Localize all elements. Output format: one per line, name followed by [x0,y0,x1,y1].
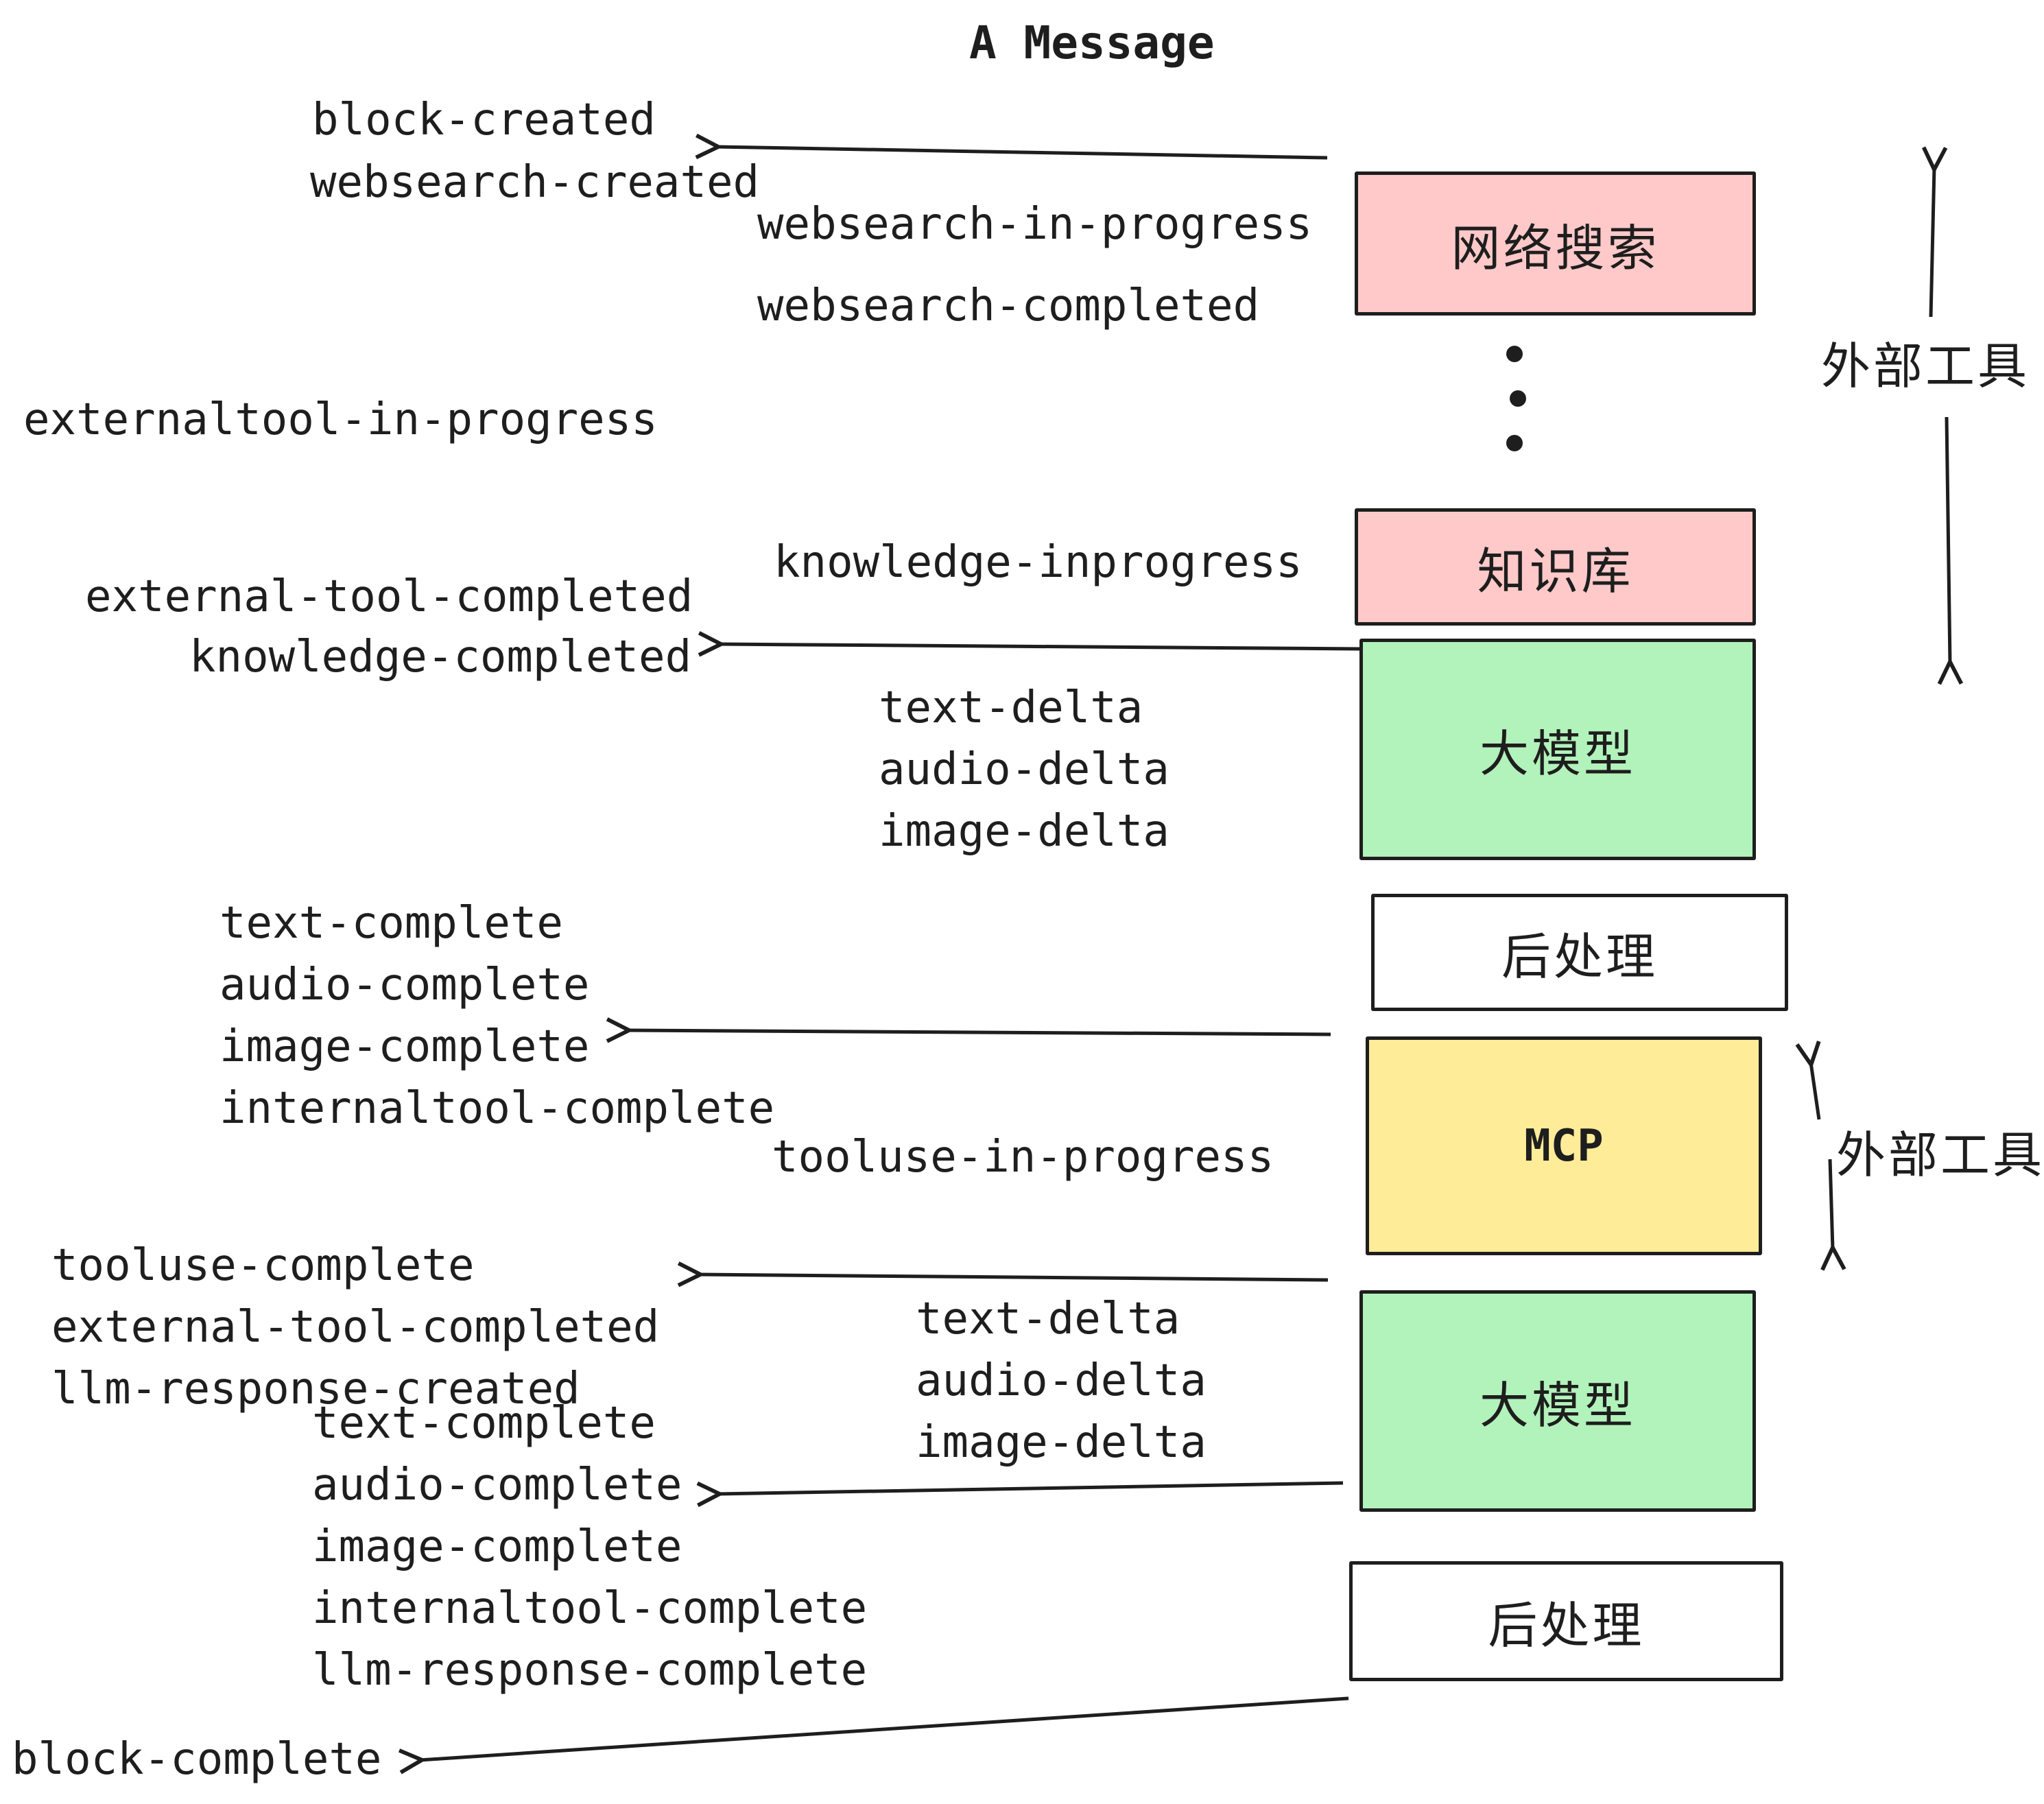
external-tools-top-down-arrow [1937,416,1964,685]
arrow-to-block-created [695,133,1328,160]
arrow-to-audio-complete [696,1481,1344,1508]
ellipsis-dot [1510,390,1526,407]
external-tools-mid-up-arrow [1795,1041,1821,1120]
external-tools-top-up-arrow [1921,146,1948,318]
arrow-to-image-complete [606,1017,1331,1043]
external-tools-mid-down-arrow [1820,1159,1846,1271]
ellipsis-dot [1506,435,1523,451]
arrow-to-tooluse-complete [677,1261,1329,1287]
arrow-to-block-complete [398,1696,1349,1775]
arrow-to-knowledge-completed [698,631,1362,657]
ellipsis-dot [1506,346,1523,362]
